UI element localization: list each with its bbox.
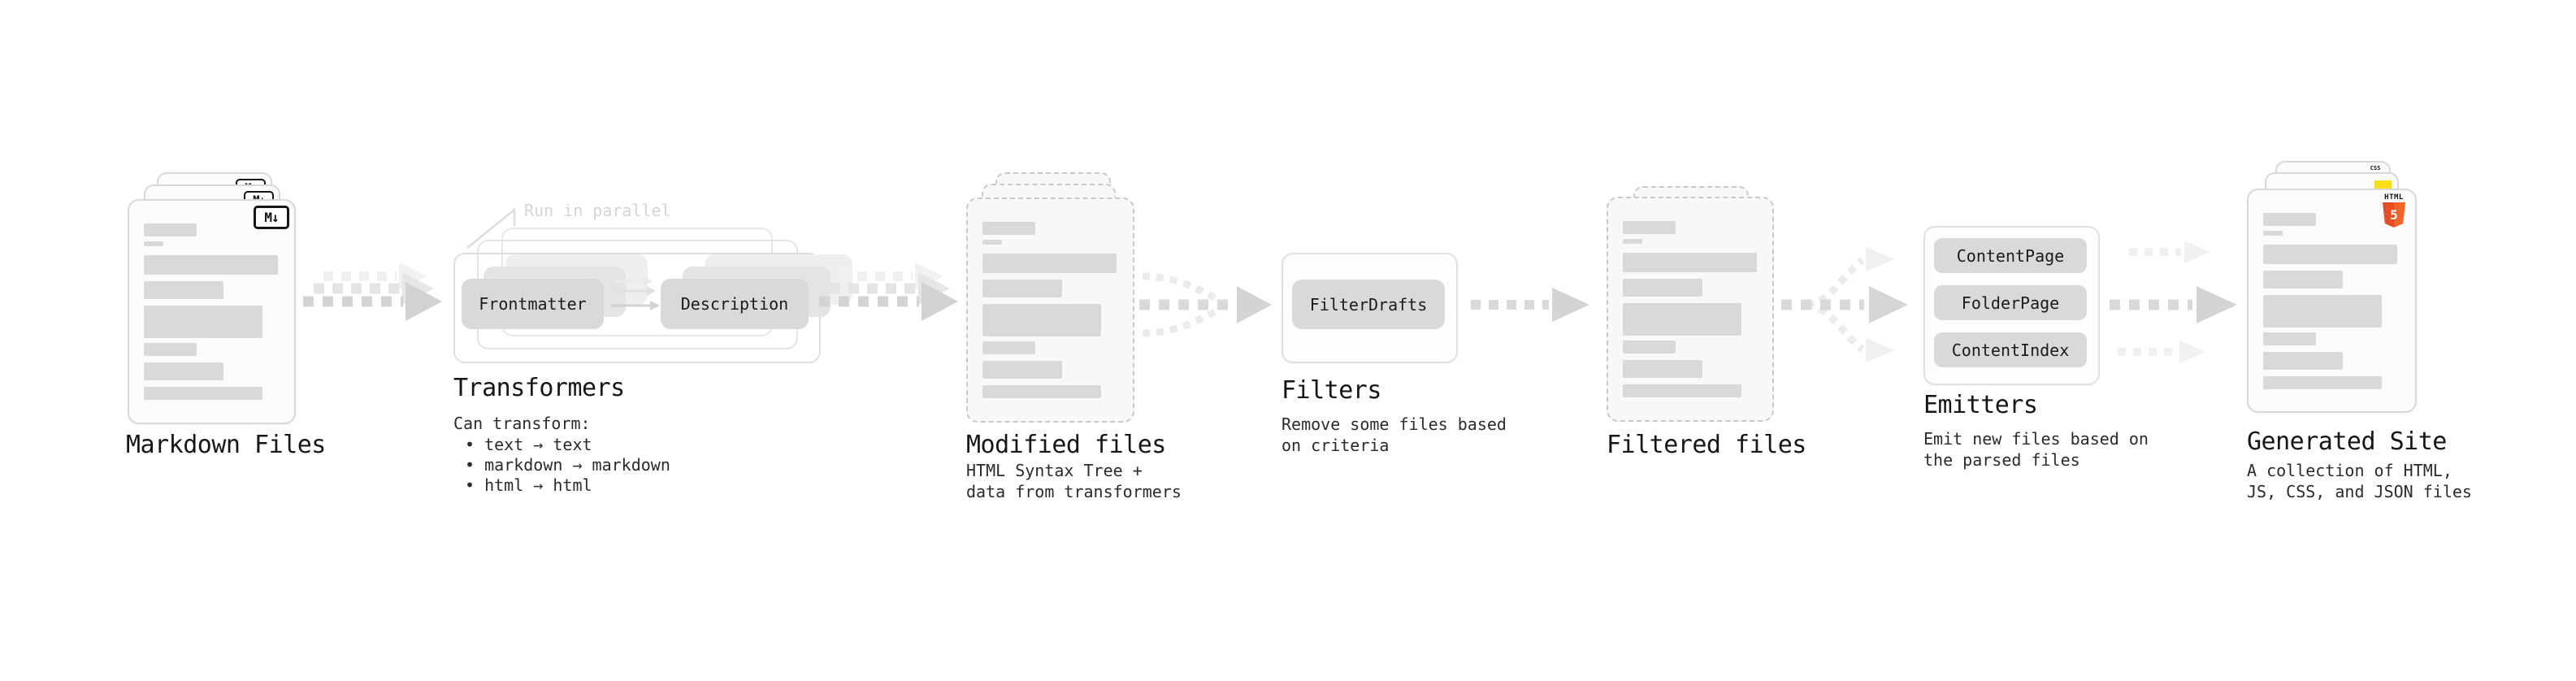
run-in-parallel-leader-line <box>466 207 516 249</box>
filtered-files-label: Filtered files <box>1607 431 1806 459</box>
emitters-desc-line: the parsed files <box>1923 450 2080 470</box>
text-placeholder-bar <box>2263 213 2316 226</box>
text-placeholder-bar <box>2263 271 2343 288</box>
html5-icon-label: HTML <box>2384 193 2404 202</box>
text-placeholder-bar <box>1623 279 1702 297</box>
run-in-parallel-annotation: Run in parallel <box>524 201 671 220</box>
text-placeholder-bar <box>144 387 262 400</box>
arrow-filters-to-filtered <box>1471 288 1589 322</box>
generated-site-desc-line: JS, CSS, and JSON files <box>2247 482 2472 501</box>
filters-title: Filters <box>1281 376 1381 405</box>
arrow-emitters-to-generated <box>2110 241 2237 363</box>
text-placeholder-bar <box>144 281 223 299</box>
transformers-bullet: • html → html <box>465 475 592 495</box>
text-placeholder-bar <box>1623 253 1757 272</box>
arrow-layer-front <box>303 282 442 321</box>
text-placeholder-bar <box>144 362 223 380</box>
text-placeholder-bar <box>982 280 1062 297</box>
text-placeholder-bar <box>1623 340 1676 354</box>
generated-site-label: Generated Site <box>2247 427 2447 456</box>
converge-curve-top <box>1142 272 1220 302</box>
text-placeholder-bar <box>1623 303 1741 336</box>
arrowhead <box>1552 288 1589 322</box>
text-placeholder-bar <box>982 361 1062 379</box>
text-placeholder-bar <box>982 385 1101 398</box>
transformers-title: Transformers <box>453 374 625 402</box>
text-placeholder-bar <box>2263 231 2283 236</box>
text-placeholder-bar <box>982 240 1002 245</box>
diverge-curve-top <box>1806 257 1865 309</box>
html5-shield: 5 <box>2383 202 2405 228</box>
contentpage-node: ContentPage <box>1934 238 2087 273</box>
text-placeholder-bar <box>2263 376 2382 389</box>
filtered-file-card-front <box>1607 197 1774 422</box>
generated-file-card-html: HTML 5 <box>2247 189 2417 413</box>
arrow-frontmatter-to-description <box>611 276 660 310</box>
diverge-curve-bottom <box>1806 301 1865 353</box>
filterdrafts-node: FilterDrafts <box>1292 280 1445 329</box>
text-placeholder-bar <box>982 304 1101 336</box>
markdown-icon: M↓ <box>254 206 289 229</box>
text-placeholder-bar <box>144 343 197 356</box>
arrow-modified-to-filters <box>1139 272 1272 337</box>
folderpage-node: FolderPage <box>1934 285 2087 320</box>
arrowhead-middle <box>1869 286 1908 323</box>
filters-desc-line: Remove some files based <box>1281 414 1507 434</box>
arrow-transformers-to-modified <box>819 262 958 321</box>
generated-site-desc-line: A collection of HTML, <box>2247 461 2452 480</box>
text-placeholder-bar <box>2263 332 2316 345</box>
text-placeholder-bar <box>2263 352 2343 370</box>
text-placeholder-bar <box>144 223 197 236</box>
mini-arrow <box>614 286 656 296</box>
mini-arrow <box>611 301 660 310</box>
arrow-middle <box>2110 286 2237 323</box>
html5-icon: HTML 5 <box>2383 193 2405 228</box>
arrow-markdown-to-transformers <box>303 262 442 321</box>
text-placeholder-bar <box>982 254 1117 273</box>
emitters-title: Emitters <box>1923 391 2038 419</box>
arrowhead-bottom <box>1866 338 1895 362</box>
frontmatter-node: Frontmatter <box>462 279 604 329</box>
converge-curve-bottom <box>1142 307 1220 337</box>
modified-files-label: Modified files <box>966 431 1166 459</box>
text-placeholder-bar <box>1623 239 1642 244</box>
arrowhead-top <box>1866 247 1895 271</box>
arrow-bottom <box>2118 340 2205 363</box>
modified-file-card-front <box>966 197 1134 423</box>
text-placeholder-bar <box>144 255 278 275</box>
arrow-top <box>2129 241 2210 263</box>
mini-arrow <box>614 276 653 286</box>
text-placeholder-bar <box>1623 221 1676 234</box>
text-placeholder-bar <box>144 306 262 338</box>
javascript-icon <box>2374 180 2392 190</box>
arrow-filtered-to-emitters <box>1781 247 1908 362</box>
arrowhead <box>1237 286 1272 323</box>
transformers-bullet: • text → text <box>465 435 592 454</box>
arrow-layer-front <box>819 282 958 321</box>
markdown-file-card-front: M↓ <box>128 199 296 424</box>
text-placeholder-bar <box>144 241 163 246</box>
modified-files-desc-line: HTML Syntax Tree + <box>966 461 1143 480</box>
modified-files-desc-line: data from transformers <box>966 482 1182 501</box>
filters-desc-line: on criteria <box>1281 436 1390 455</box>
emitters-desc-line: Emit new files based on <box>1923 429 2149 449</box>
text-placeholder-bar <box>982 222 1035 235</box>
contentindex-node: ContentIndex <box>1934 332 2087 367</box>
text-placeholder-bar <box>2263 245 2397 264</box>
text-placeholder-bar <box>1623 384 1741 397</box>
transformers-bullet: • markdown → markdown <box>465 455 670 475</box>
text-placeholder-bar <box>2263 295 2382 327</box>
text-placeholder-bar <box>1623 360 1702 378</box>
markdown-files-label: Markdown Files <box>126 431 326 459</box>
text-placeholder-bar <box>982 341 1035 354</box>
description-node: Description <box>661 279 809 329</box>
transformers-desc-heading: Can transform: <box>453 414 591 433</box>
